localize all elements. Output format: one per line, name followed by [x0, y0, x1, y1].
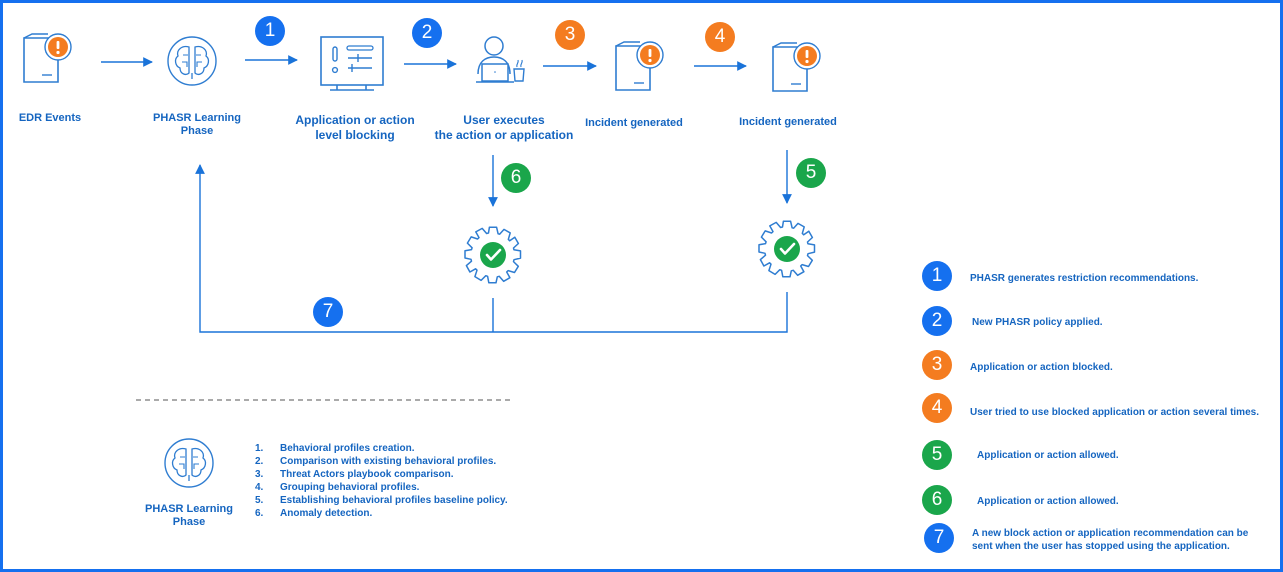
legend-text-6: Application or action allowed. [977, 496, 1119, 507]
legend-badge-7: 7 [924, 523, 954, 553]
learning-steps-list: 1.Behavioral profiles creation. 2.Compar… [255, 442, 508, 520]
allowed-gear-icon-left [463, 226, 522, 285]
user-laptop-icon [476, 36, 525, 83]
learning-step: 4.Grouping behavioral profiles. [255, 482, 420, 493]
legend-text-7: A new block action or application recomm… [972, 528, 1249, 552]
legend-badge-2: 2 [922, 306, 952, 336]
legend-badge-3: 3 [922, 350, 952, 380]
edr-document-alert-icon [23, 33, 72, 83]
step-badge-5: 5 [796, 158, 826, 188]
step-badge-3: 3 [555, 20, 585, 50]
node-label-edr: EDR Events [18, 112, 82, 124]
learning-step: 5.Establishing behavioral profiles basel… [255, 495, 508, 506]
learning-box-title: PHASR Learning Phase [144, 503, 233, 528]
learning-step: 2.Comparison with existing behavioral pr… [255, 456, 497, 467]
node-label-learning: PHASR Learning Phase [152, 112, 241, 137]
node-label-blocking: Application or action level blocking [295, 113, 415, 142]
legend-badge-4: 4 [922, 393, 952, 423]
incident1-document-alert-icon [615, 41, 664, 91]
incident2-document-alert-icon [772, 42, 821, 92]
step-badge-2: 2 [412, 18, 442, 48]
legend-text-2: New PHASR policy applied. [972, 317, 1103, 328]
node-label-incident1: Incident generated [585, 117, 683, 129]
legend-badge-6: 6 [922, 485, 952, 515]
allowed-gear-icon-right [757, 220, 816, 279]
step-badge-4: 4 [705, 22, 735, 52]
learning-step: 6.Anomaly detection. [255, 508, 373, 519]
learning-step: 1.Behavioral profiles creation. [255, 443, 415, 454]
node-label-incident2: Incident generated [739, 116, 837, 128]
legend-text-4: User tried to use blocked application or… [970, 407, 1259, 418]
learning-step: 3.Threat Actors playbook comparison. [255, 469, 454, 480]
learning-box-brain-icon [164, 438, 214, 488]
learning-brain-icon [167, 36, 217, 86]
policy-board-icon [320, 36, 384, 91]
legend-text-5: Application or action allowed. [977, 450, 1119, 461]
node-label-user: User executes the action or application [434, 113, 574, 142]
legend-text-3: Application or action blocked. [970, 362, 1113, 373]
feedback-loop-connector [200, 165, 788, 333]
legend-text-1: PHASR generates restriction recommendati… [970, 273, 1199, 284]
step-badge-6: 6 [501, 163, 531, 193]
step-badge-1: 1 [255, 16, 285, 46]
legend-badge-1: 1 [922, 261, 952, 291]
legend-badge-5: 5 [922, 440, 952, 470]
step-badge-7: 7 [313, 297, 343, 327]
